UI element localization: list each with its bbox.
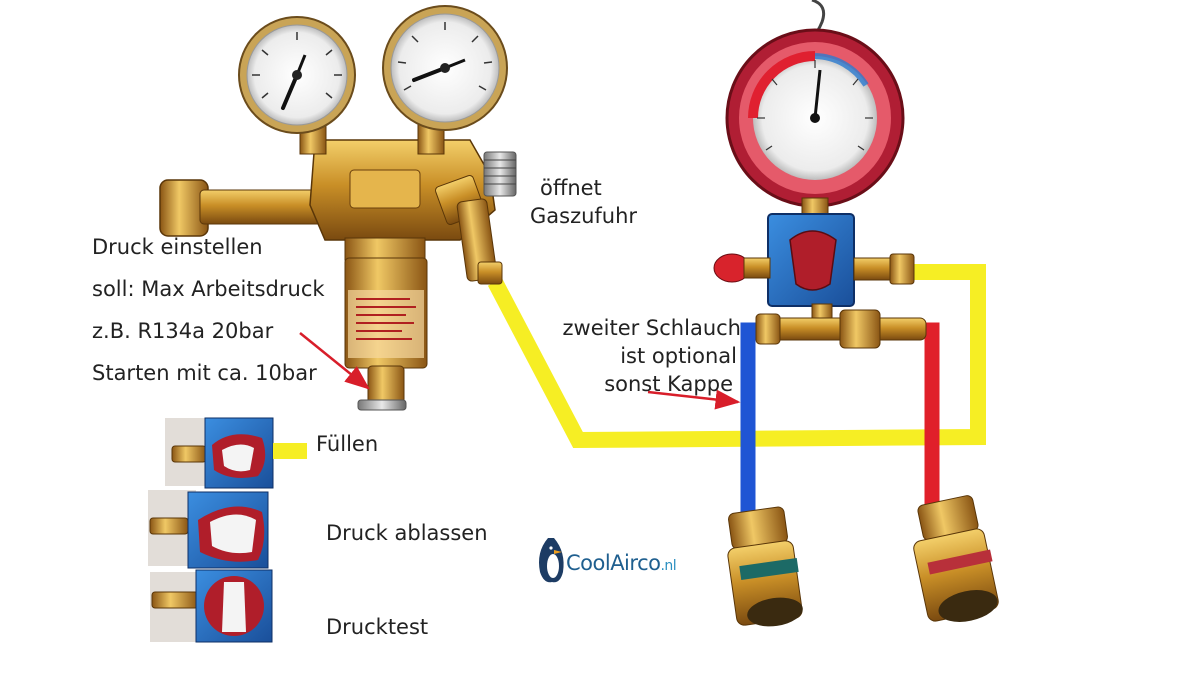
label-opens-line2: Gaszufuhr (530, 204, 638, 228)
hoses (487, 264, 986, 545)
valve-position-fill (165, 417, 307, 489)
manifold-gauge (713, 0, 999, 627)
logo-penguin-icon (539, 538, 564, 583)
label-pressure-set: Druck einstellen (92, 235, 263, 259)
logo-brand: CoolAirco (566, 551, 661, 575)
label-second-hose-line2: ist optional (620, 344, 737, 368)
quick-coupler-high (913, 495, 999, 622)
valve-position-test (150, 569, 273, 643)
label-fill: Füllen (316, 432, 379, 456)
label-second-hose-line1: zweiter Schlauch (562, 316, 741, 340)
label-opens-line1: öffnet (540, 176, 602, 200)
label-second-hose-line3: sonst Kappe (604, 372, 733, 396)
label-example-pressure: z.B. R134a 20bar (92, 319, 274, 343)
arrow-to-valve (299, 332, 370, 390)
valve-position-release (148, 490, 269, 569)
arrows (299, 332, 741, 410)
label-start-pressure: Starten mit ca. 10bar (92, 361, 317, 385)
label-pressure-test: Drucktest (326, 615, 429, 639)
logo: CoolAirco.nl (566, 551, 677, 575)
quick-coupler-low (727, 506, 803, 627)
yellow-hose (487, 264, 986, 449)
logo-suffix: .nl (660, 558, 677, 574)
pressure-regulator (159, 5, 517, 411)
label-target-pressure: soll: Max Arbeitsdruck (92, 277, 325, 301)
label-release-pressure: Druck ablassen (326, 521, 488, 545)
arrow-to-cap (647, 389, 741, 410)
